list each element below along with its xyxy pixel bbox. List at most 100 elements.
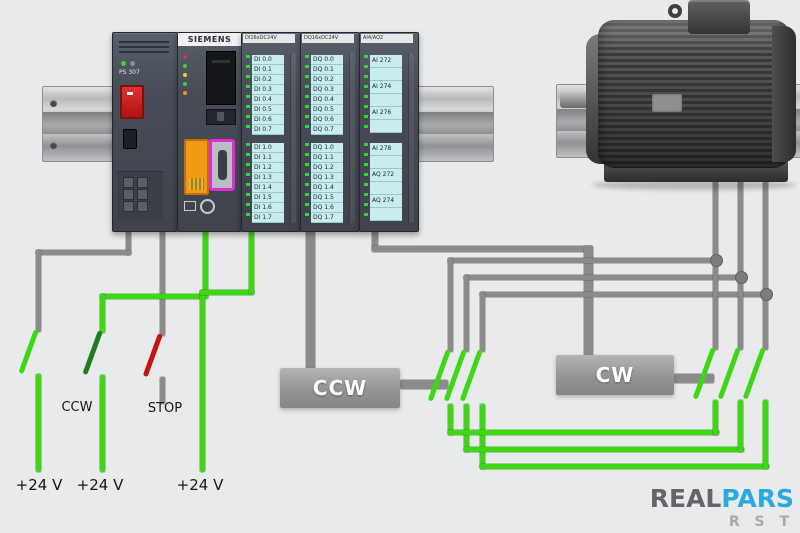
io-channel-label <box>370 156 402 169</box>
io-channel-label: DQ 0.3 <box>311 85 343 95</box>
cpu-port-icon <box>200 199 215 214</box>
phase-wire-1 <box>448 258 718 263</box>
wire-ccw-coil-feed <box>306 230 315 370</box>
terminal <box>123 177 134 188</box>
stop-switch-label: STOP <box>147 401 183 416</box>
io-channel-label: DI 1.7 <box>252 213 284 223</box>
di-module: DI16xDC24V DI 0.0 DI 0.1 DI 0.2 DI 0.3 D… <box>241 32 301 232</box>
ps-toggle <box>123 129 137 149</box>
stop-switch-blade <box>142 333 163 378</box>
cpu-led-frce <box>183 73 187 77</box>
junction-dot <box>735 271 748 284</box>
ccw-switch-label: CCW <box>61 400 93 415</box>
io-channel-label: DI 1.1 <box>252 153 284 163</box>
io-channel-label: DI 0.0 <box>252 55 284 65</box>
io-channel-label: DQ 0.5 <box>311 105 343 115</box>
analog-led-column <box>364 55 368 131</box>
io-channel-label <box>370 208 402 221</box>
module-groove <box>349 53 355 223</box>
analog-led-column <box>364 143 368 219</box>
cw-contact-blade <box>717 347 741 400</box>
wire-segment <box>372 246 592 252</box>
io-channel-label: DQ 0.1 <box>311 65 343 75</box>
io-channel-label: DQ 0.7 <box>311 125 343 135</box>
terminal <box>123 189 134 200</box>
io-channel-label: DQ 1.3 <box>311 173 343 183</box>
io-channel-label: DI 0.4 <box>252 95 284 105</box>
wire-segment <box>200 290 254 295</box>
io-channel-label: DI 1.0 <box>252 143 284 153</box>
terminal <box>137 201 148 212</box>
io-channel-label: DI 0.1 <box>252 65 284 75</box>
wire-segment <box>36 250 131 255</box>
io-channel-label: DQ 1.2 <box>311 163 343 173</box>
ccw-contactor: CCW <box>280 368 400 408</box>
io-channel-label <box>370 94 402 107</box>
io-channel-label: DQ 1.0 <box>311 143 343 153</box>
ccw-output-bus <box>400 380 448 389</box>
io-channel-label <box>370 182 402 195</box>
logo-pars: PARS <box>721 484 794 513</box>
dq-module: DQ16xDC24V DQ 0.0 DQ 0.1 DQ 0.2 DQ 0.3 D… <box>300 32 360 232</box>
wire-segment <box>464 275 469 352</box>
crossover-wire-2 <box>464 447 744 452</box>
dq-led-column <box>305 55 309 135</box>
analog-module: AI4/AQ2 AI 272 AI 274 AI 276 AI 278 AQ 2… <box>359 32 419 232</box>
motor-lifting-eye <box>668 4 682 18</box>
module-groove <box>290 53 296 223</box>
io-channel-label: DQ 0.0 <box>311 55 343 65</box>
io-channel-label: DI 1.2 <box>252 163 284 173</box>
io-channel-label: AQ 272 <box>370 169 402 182</box>
io-channel-label: DQ 1.7 <box>311 213 343 223</box>
io-channel-label: DI 1.5 <box>252 193 284 203</box>
analog-module-header: AI4/AQ2 <box>361 34 413 43</box>
wire-segment <box>249 230 254 294</box>
cpu-led-run <box>183 82 187 86</box>
di-module-header: DI16xDC24V <box>243 34 295 43</box>
mode-selector <box>206 109 236 125</box>
wire-segment <box>763 400 768 469</box>
motor-lead-2 <box>738 150 743 350</box>
realpars-wordmark: REALPARS <box>644 484 794 513</box>
io-channel-label: DI 1.3 <box>252 173 284 183</box>
mode-selector-knob <box>217 112 224 121</box>
motor <box>556 0 800 198</box>
wire-24v-2 <box>100 375 105 472</box>
io-channel-label: DQ 1.5 <box>311 193 343 203</box>
cpu-led-dc5v <box>183 64 187 68</box>
cw-output-bus <box>674 374 714 383</box>
motor-shadow <box>592 180 796 190</box>
module-groove <box>408 53 414 223</box>
io-channel-label: AI 272 <box>370 55 402 68</box>
logo-real: REAL <box>649 484 722 513</box>
ps-led-off <box>130 61 135 66</box>
wire-segment <box>464 404 469 452</box>
supply-label-1: +24 V <box>15 476 63 494</box>
cpu-led-sf <box>183 55 187 59</box>
mmc-slot <box>206 51 236 105</box>
wire-segment <box>448 404 453 435</box>
wire-segment <box>713 400 718 435</box>
card-contacts <box>189 178 204 190</box>
realpars-logo: REALPARS R S T <box>644 484 798 530</box>
terminal <box>137 177 148 188</box>
wire-segment <box>126 230 131 255</box>
io-channel-label: DQ 1.1 <box>311 153 343 163</box>
wire-segment <box>160 377 165 404</box>
junction-dot <box>710 254 723 267</box>
io-channel-label: DI 1.6 <box>252 203 284 213</box>
io-channel-label: DI 0.7 <box>252 125 284 135</box>
io-channel-label: AI 278 <box>370 143 402 156</box>
di-led-column <box>246 143 250 223</box>
motor-fan-cover <box>772 26 796 162</box>
ccw-switch-blade <box>82 330 103 376</box>
wire-segment <box>738 400 743 452</box>
logo-phase-letters: R S T <box>728 514 794 530</box>
wire-segment <box>36 250 41 332</box>
ps-label: PS 307 <box>119 69 140 76</box>
wire-24v-3 <box>200 290 205 472</box>
motor-terminal-box <box>688 0 750 34</box>
crossover-wire-3 <box>480 464 769 469</box>
cpu-led-stop <box>183 91 187 95</box>
